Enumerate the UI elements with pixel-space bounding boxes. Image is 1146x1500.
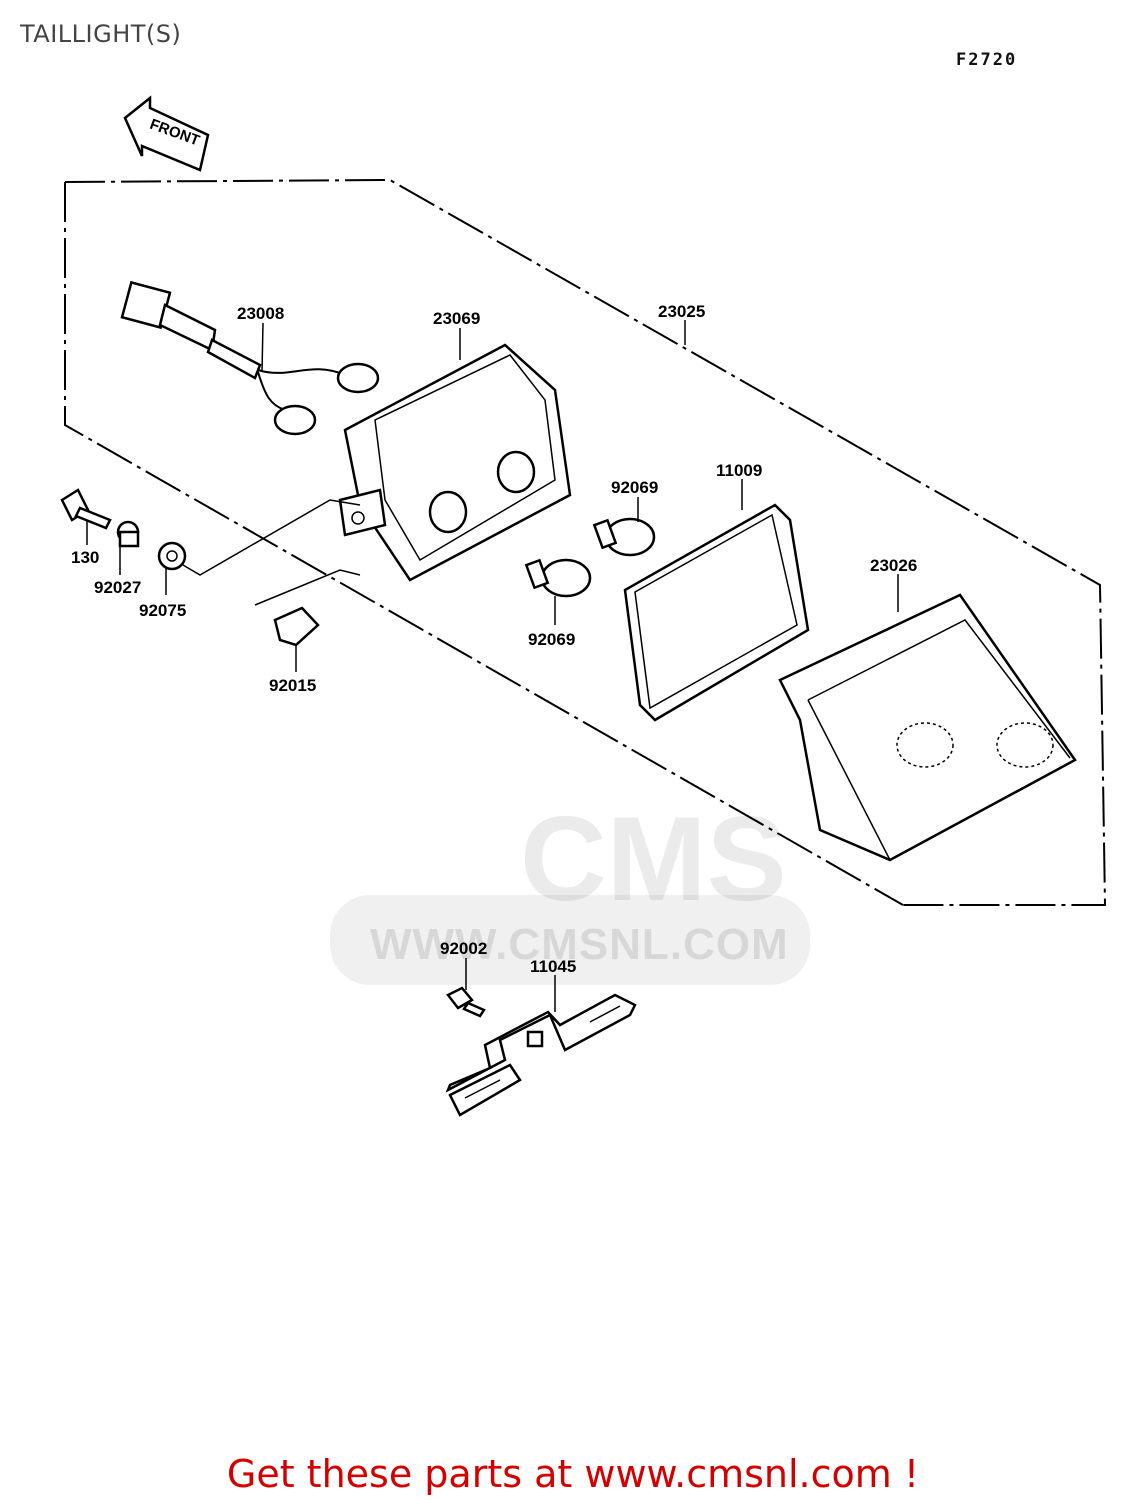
front-arrow-icon: FRONT — [123, 95, 210, 172]
part-label-92069-upper: 92069 — [611, 478, 659, 497]
grommet-92075 — [157, 541, 187, 571]
cushion-92015 — [273, 606, 320, 647]
part-label-11045: 11045 — [530, 957, 577, 976]
bolt-130 — [60, 488, 112, 530]
lens-23026 — [778, 593, 1077, 862]
harness-23008 — [120, 280, 380, 436]
figure-code: F2720 — [956, 50, 1018, 70]
part-label-130: 130 — [71, 548, 100, 567]
assembly-outline — [64, 178, 1107, 906]
part-label-23069: 23069 — [433, 309, 481, 328]
part-label-92002: 92002 — [440, 939, 488, 958]
part-label-23026: 23026 — [870, 556, 918, 575]
part-label-92015: 92015 — [269, 676, 317, 695]
watermark-bar — [330, 895, 810, 985]
part-label-92069-lower: 92069 — [528, 630, 576, 649]
bracket-11045 — [445, 993, 637, 1117]
part-label-23025: 23025 — [658, 302, 706, 321]
nut-92002 — [446, 986, 486, 1018]
watermark-brand: CMS — [520, 792, 787, 926]
bulb-92069-lower — [524, 558, 592, 598]
leader-lines — [86, 320, 899, 1012]
watermark-url: WWW.CMSNL.COM — [370, 920, 789, 969]
part-label-92075: 92075 — [139, 601, 187, 620]
collar-92027 — [116, 520, 140, 548]
gasket-11009 — [623, 503, 810, 722]
bulb-92069-upper — [592, 517, 656, 557]
lamp-housing-23069 — [338, 343, 572, 582]
page-title: TAILLIGHT(S) — [20, 20, 182, 48]
part-label-92027: 92027 — [94, 578, 142, 597]
promo-link[interactable]: Get these parts at www.cmsnl.com ! — [226, 1452, 920, 1496]
part-label-23008: 23008 — [237, 304, 285, 323]
part-label-11009: 11009 — [716, 461, 763, 480]
